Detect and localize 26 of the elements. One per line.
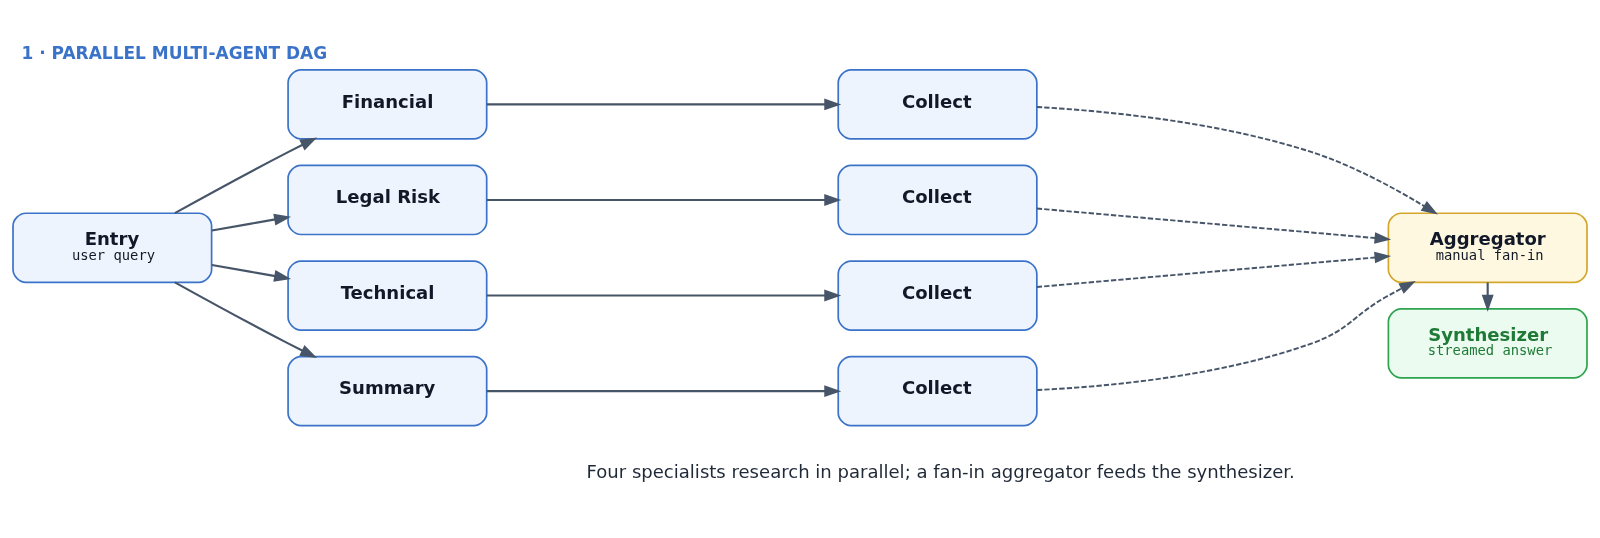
diagram-title: 1 · PARALLEL MULTI-AGENT DAG bbox=[21, 43, 328, 64]
arrow bbox=[1036, 106, 1438, 215]
arrow bbox=[486, 385, 842, 398]
arrow bbox=[174, 281, 318, 358]
arrow bbox=[1481, 282, 1494, 312]
arrow bbox=[211, 263, 292, 282]
arrow bbox=[1035, 251, 1392, 288]
node-box: Collect bbox=[837, 260, 1038, 331]
arrow bbox=[1036, 281, 1416, 391]
arrow bbox=[211, 213, 292, 232]
node-box: Legal Risk bbox=[287, 164, 488, 236]
node-box: Collect bbox=[837, 69, 1038, 140]
arrow bbox=[1035, 207, 1392, 244]
node-box: Entry user query bbox=[12, 212, 213, 284]
node-box: Collect bbox=[837, 355, 1038, 427]
arrow bbox=[486, 98, 842, 111]
arrow bbox=[486, 289, 842, 302]
arrow bbox=[486, 194, 842, 206]
arrow bbox=[174, 137, 318, 215]
caption: Four specialists research in parallel; a fan-in aggregator feeds the synthesizer. bbox=[586, 461, 1295, 483]
node-box: Technical bbox=[287, 260, 488, 331]
node-box: Aggregator manual fan-in bbox=[1387, 212, 1588, 284]
node-box: Financial bbox=[287, 69, 488, 140]
node-box: Collect bbox=[837, 164, 1038, 236]
node-box: Summary bbox=[287, 355, 488, 427]
node-box: Synthesizer streamed answer bbox=[1387, 307, 1588, 379]
